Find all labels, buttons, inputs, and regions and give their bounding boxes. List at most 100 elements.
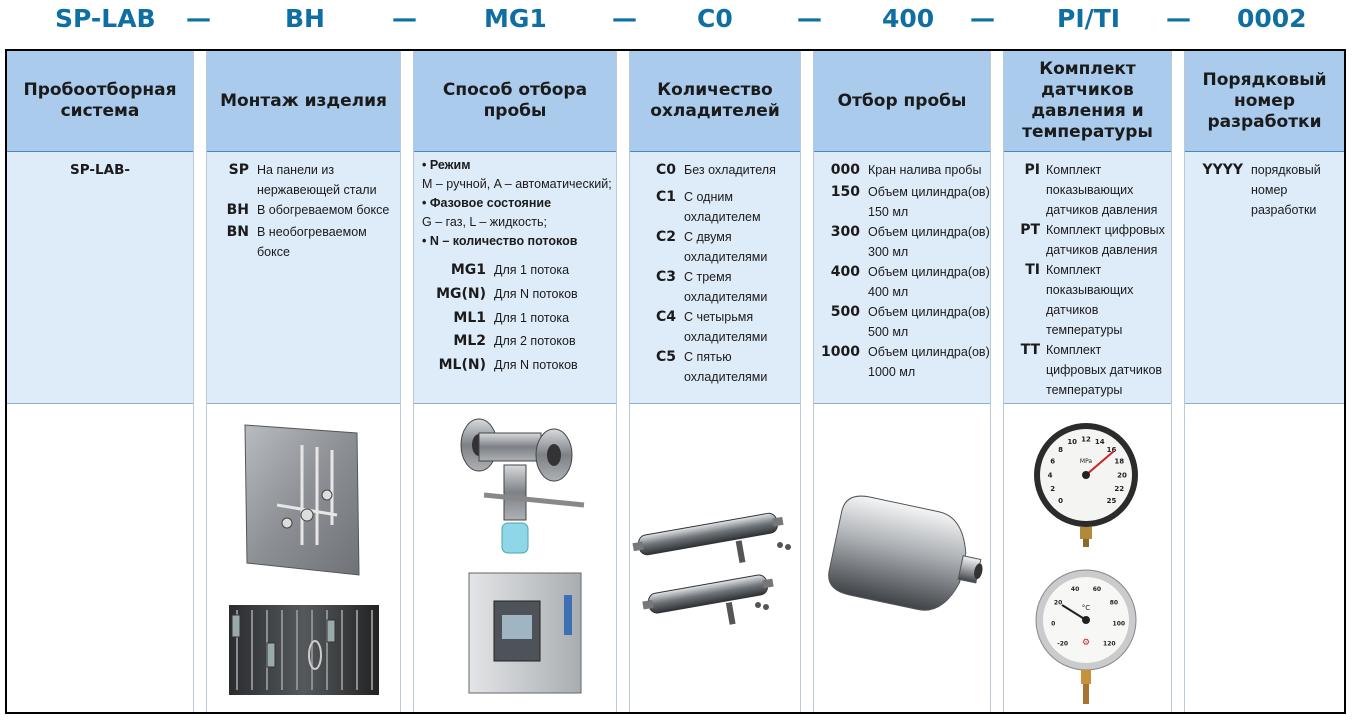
gauge-tick-label: 0 (1051, 621, 1055, 628)
option-code: ML1 (453, 310, 486, 326)
option-desc: Кран налива пробы (868, 163, 982, 177)
column-gap (616, 51, 630, 712)
gauge-tick-label: 80 (1110, 599, 1118, 606)
option-code: YYYY (1202, 162, 1243, 178)
code-part-number: 0002 (1237, 4, 1307, 33)
cooler-image (632, 512, 791, 625)
option-code: C2 (655, 229, 676, 245)
code-part-sampling: MG1 (484, 4, 547, 33)
option-desc: Объем цилиндра(ов)400 мл (868, 265, 990, 299)
option-code: BN (226, 224, 249, 240)
option-desc: Объем цилиндра(ов)300 мл (868, 225, 990, 259)
option-code: C0 (655, 162, 676, 178)
option-desc: Без охладителя (684, 163, 776, 177)
mode-text: M – ручной, A – автоматический; (422, 177, 612, 191)
option-code: ML2 (453, 333, 486, 349)
option-code: C5 (655, 349, 676, 365)
mode-title: • Режим (422, 158, 471, 172)
column-gap (990, 51, 1004, 712)
gauge-tick-label: 25 (1107, 497, 1117, 505)
option-code: 000 (830, 162, 860, 178)
option-code: SP (228, 162, 249, 178)
gauge-unit-label: °C (1082, 604, 1091, 612)
option-code: PI (1024, 162, 1040, 178)
option-desc: Для N потоков (494, 287, 578, 301)
gauge-tick-label: 4 (1048, 471, 1053, 479)
gauge-tick-label: 14 (1095, 438, 1105, 446)
column-gap (193, 51, 207, 712)
column-gap (800, 51, 814, 712)
phase-title: • Фазовое состояние (422, 196, 552, 210)
sample-cylinder-image (828, 495, 983, 611)
column-header: Отбор пробы (814, 51, 990, 152)
column-header: Монтаж изделия (207, 51, 400, 152)
mounting-panel-image (229, 424, 379, 695)
code-part-volume: 400 (882, 4, 935, 33)
gauge-tick-label: 20 (1117, 471, 1127, 479)
option-code: C1 (655, 189, 676, 205)
option-code: ML(N) (438, 357, 486, 373)
option-code: 400 (830, 264, 860, 280)
gauge-tick-label: 20 (1054, 599, 1062, 606)
gauge-tick-label: 40 (1071, 586, 1079, 593)
option-code: 150 (830, 184, 860, 200)
gauge-tick-label: 8 (1058, 446, 1063, 454)
gauge-tick-label: 0 (1058, 497, 1063, 505)
option-code: PT (1020, 222, 1040, 238)
column-pictures (207, 405, 400, 712)
option-code: MG(N) (436, 286, 486, 302)
option-desc: Объем цилиндра(ов)1000 мл (868, 345, 990, 379)
option-code: C4 (655, 309, 676, 325)
option-code: 500 (830, 304, 860, 320)
gauge-tick-label: 6 (1050, 458, 1055, 466)
gauge-tick-label: 16 (1107, 446, 1117, 454)
code-part-sensors: PI/TI (1057, 4, 1121, 33)
column-pictures (814, 405, 990, 712)
option-desc: Для 1 потока (494, 311, 570, 325)
option-code: TT (1020, 342, 1040, 358)
column-gap (400, 51, 414, 712)
column-pictures (7, 405, 193, 712)
option-desc: Для 1 потока (494, 263, 570, 277)
option-desc: В обогреваемом боксе (257, 203, 390, 217)
column-pictures (414, 405, 616, 712)
column-pictures (1185, 405, 1344, 712)
system-value: SP-LAB- (70, 162, 130, 178)
code-dash: — (970, 4, 995, 33)
gauge-tick-label: 12 (1081, 435, 1091, 443)
column-sample-volume: Отбор пробы 000 Кран налива пробы 150 Об… (814, 51, 990, 712)
gauge-tick-label: 22 (1114, 485, 1124, 493)
gauge-unit-label: MPa (1080, 458, 1093, 465)
column-body: SP-LAB- (7, 152, 193, 404)
gauge-tick-label: 120 (1103, 640, 1116, 647)
code-dash: — (392, 4, 417, 33)
option-desc: Для N потоков (494, 358, 578, 372)
option-code: BH (226, 202, 249, 218)
gauge-tick-label: -20 (1057, 640, 1068, 647)
code-dash: — (612, 4, 637, 33)
gauge-tick-label: 100 (1113, 621, 1126, 628)
option-code: TI (1025, 262, 1040, 278)
